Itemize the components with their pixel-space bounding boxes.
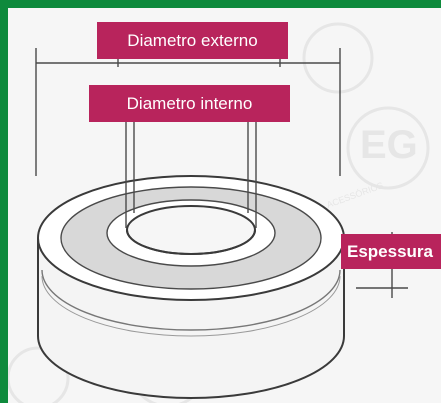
- watermark-logo-right: [346, 106, 430, 190]
- watermark-subtext: ACESSÓRIOS: [325, 180, 384, 210]
- bearing-bore-lower-edge: [126, 229, 256, 255]
- bearing-diagram: EG ACESSÓRIOS: [8, 22, 441, 403]
- bearing-side-groove: [41, 269, 341, 331]
- external-diameter-dimension: [35, 48, 341, 176]
- internal-diameter-label: Diametro interno: [126, 93, 253, 113]
- thickness-label: Espessura: [347, 241, 433, 261]
- internal-diameter-label-bg: [89, 85, 290, 122]
- diagram-canvas: EG ACESSÓRIOS: [8, 8, 441, 403]
- external-diameter-label-bg: [97, 22, 288, 59]
- bearing-side-groove-2: [41, 275, 341, 337]
- watermark-mark: EG: [360, 123, 418, 167]
- internal-diameter-dimension: [125, 122, 257, 228]
- external-diameter-label: Diametro externo: [127, 30, 258, 50]
- thickness-label-bg: [341, 234, 441, 269]
- watermark-logo-top-right: [302, 22, 374, 94]
- watermark-logo-bottom-left: [8, 346, 70, 403]
